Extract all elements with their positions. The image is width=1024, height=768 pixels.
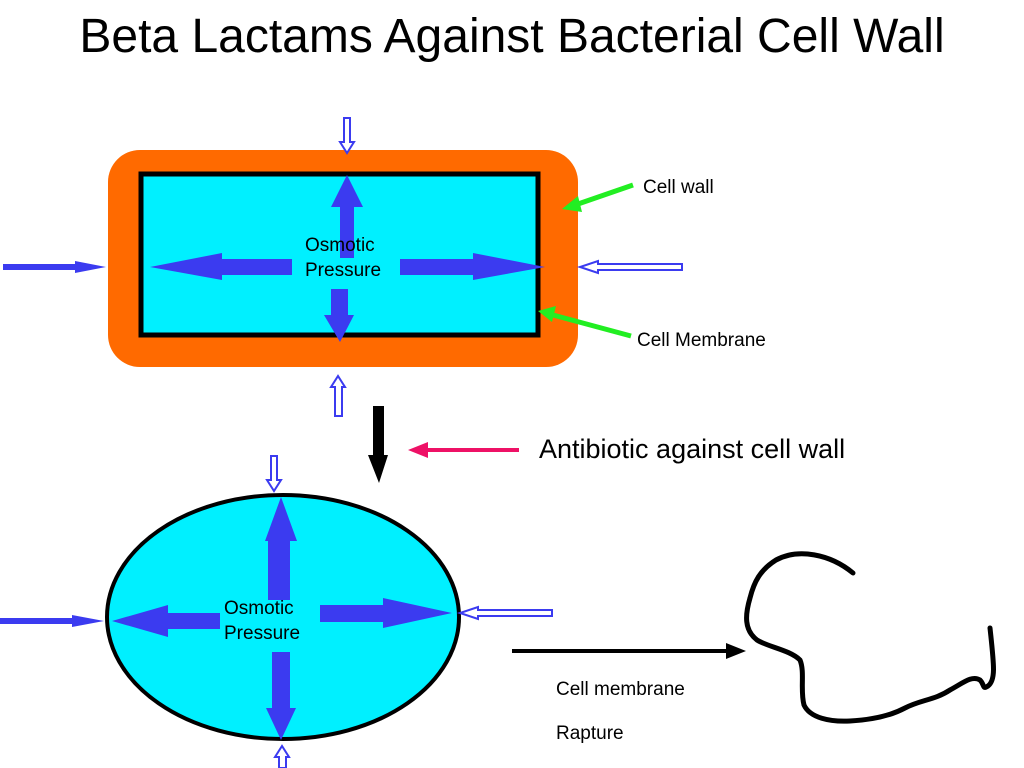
cell-membrane-label: Cell Membrane <box>637 330 766 351</box>
external-arrow-top-icon <box>338 117 356 155</box>
cell-membrane-pointer-line <box>552 312 632 339</box>
pressure-arrow-right-icon <box>400 253 545 280</box>
pressure-arrow-left-icon-2 <box>112 605 220 637</box>
osmotic-label-line1-bottom: Osmotic <box>224 598 294 619</box>
ruptured-membrane-shape <box>744 551 996 724</box>
external-arrow-bottom-icon <box>329 374 347 417</box>
rupture-label-line2: Rapture <box>556 723 624 744</box>
external-arrow-top-icon-2 <box>265 455 283 493</box>
pressure-arrow-down-icon-2 <box>266 652 296 740</box>
pressure-arrow-left-icon <box>150 253 292 280</box>
cell-wall-label: Cell wall <box>643 177 714 198</box>
osmotic-label-line2: Pressure <box>305 260 382 281</box>
rupture-label-line1: Cell membrane <box>556 679 685 700</box>
cell-membrane-pointer-icon <box>538 306 556 322</box>
pressure-arrow-down-icon <box>324 289 354 342</box>
osmotic-label-line2-bottom: Pressure <box>224 623 301 644</box>
antibiotic-label: Antibiotic against cell wall <box>539 434 846 464</box>
pressure-arrow-up-icon-2 <box>265 497 297 600</box>
pressure-arrow-right-icon-2 <box>320 598 452 628</box>
slide-title: Beta Lactams Against Bacterial Cell Wall <box>79 10 945 63</box>
external-arrow-right-icon <box>576 259 683 275</box>
external-arrow-left-icon-2 <box>0 615 104 627</box>
swollen-cell-ellipse <box>105 493 461 741</box>
cell-wall-pointer-line <box>577 182 634 207</box>
external-arrow-bottom-icon-2 <box>273 744 291 768</box>
cell-wall-pointer-icon <box>562 196 582 212</box>
pressure-arrow-up-icon <box>331 175 363 258</box>
process-arrow-down-icon <box>368 406 388 483</box>
antibiotic-pointer-icon <box>408 442 428 458</box>
osmotic-pressure-label-bottom: Osmotic Pressure <box>224 596 300 646</box>
external-arrow-left-icon <box>3 261 106 273</box>
osmotic-label-line1: Osmotic <box>305 235 375 256</box>
rupture-arrow-icon <box>726 643 746 659</box>
external-arrow-right-icon-2 <box>456 605 553 621</box>
osmotic-pressure-label-top: Osmotic Pressure <box>305 233 381 283</box>
